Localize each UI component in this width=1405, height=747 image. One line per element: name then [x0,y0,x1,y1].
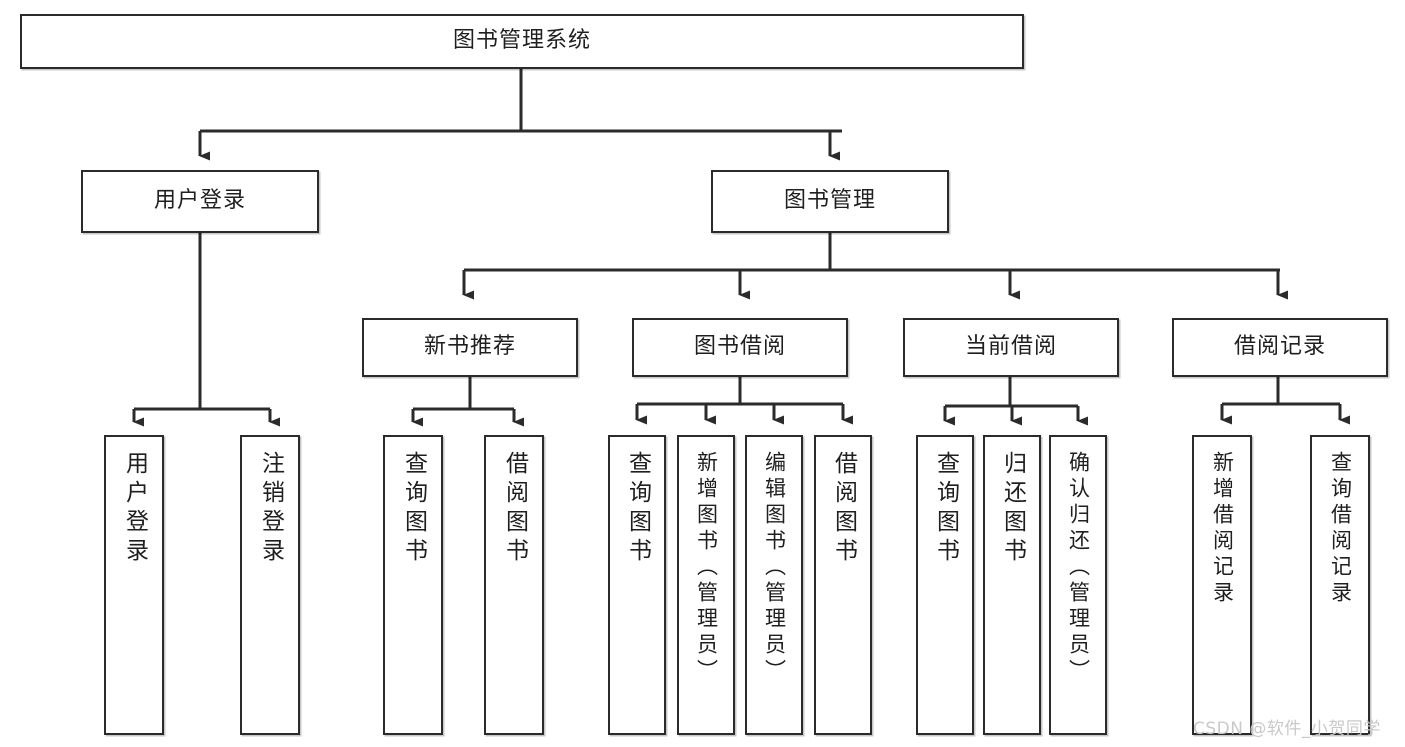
leaf-recommend-borrow-book[interactable]: 借阅图书 [484,435,544,735]
node-label: 查询图书 [932,451,959,567]
node-book-borrow[interactable]: 图书借阅 [632,318,848,377]
node-label: 用户登录 [121,451,148,567]
leaf-record-add-record[interactable]: 新增借阅记录 [1192,435,1252,735]
leaf-borrow-query-book[interactable]: 查询图书 [608,435,666,735]
node-label: 归还图书 [999,451,1026,567]
node-label: 新增图书（管理员） [694,451,719,685]
leaf-current-query-book[interactable]: 查询图书 [916,435,974,735]
leaf-user-login-signout[interactable]: 注销登录 [240,435,300,735]
node-current-borrow[interactable]: 当前借阅 [903,318,1119,377]
node-label: 查询图书 [624,451,651,567]
node-label: 图书借阅 [693,334,786,360]
node-label: 借阅图书 [830,451,857,567]
leaf-borrow-borrow-book[interactable]: 借阅图书 [814,435,872,735]
node-label: 图书管理 [783,188,876,214]
leaf-record-query-record[interactable]: 查询借阅记录 [1310,435,1370,735]
watermark-text: CSDN @软件_小贺同学 [1193,719,1381,739]
node-book-management[interactable]: 图书管理 [711,170,949,233]
node-label: 查询图书 [400,451,427,567]
node-borrow-record[interactable]: 借阅记录 [1172,318,1388,377]
leaf-user-login-signin[interactable]: 用户登录 [104,435,164,735]
node-label: 用户登录 [153,188,246,214]
node-label: 图书管理系统 [452,28,591,54]
node-label: 查询借阅记录 [1328,451,1353,607]
leaf-current-return-book[interactable]: 归还图书 [983,435,1041,735]
leaf-recommend-query-book[interactable]: 查询图书 [383,435,443,735]
node-label: 借阅图书 [501,451,528,567]
node-label: 借阅记录 [1233,334,1326,360]
leaf-borrow-edit-book-admin[interactable]: 编辑图书（管理员） [745,435,803,735]
leaf-borrow-add-book-admin[interactable]: 新增图书（管理员） [677,435,735,735]
node-label: 注销登录 [257,451,284,567]
node-root-system[interactable]: 图书管理系统 [20,14,1024,69]
leaf-current-confirm-return-admin[interactable]: 确认归还（管理员） [1049,435,1107,735]
node-label: 确认归还（管理员） [1066,451,1091,685]
node-label: 新书推荐 [423,334,516,360]
node-label: 新增借阅记录 [1210,451,1235,607]
node-label: 编辑图书（管理员） [762,451,787,685]
node-new-book-recommend[interactable]: 新书推荐 [362,318,578,377]
node-label: 当前借阅 [964,334,1057,360]
node-user-login[interactable]: 用户登录 [81,170,319,233]
